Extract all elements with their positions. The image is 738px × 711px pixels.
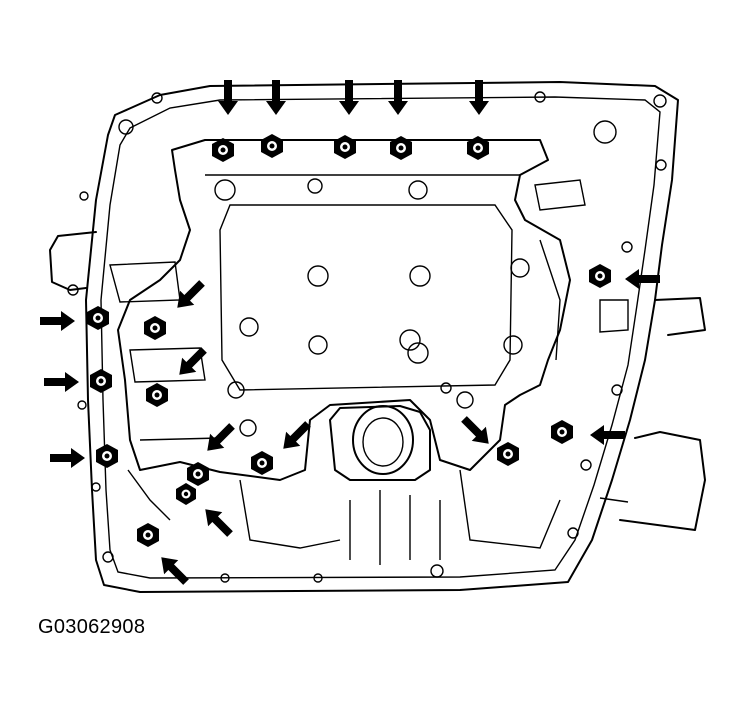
arrow-icon (590, 425, 625, 445)
hex-bolt-icon (137, 523, 159, 547)
figure-caption: G03062908 (38, 616, 146, 638)
arrow-icon (205, 509, 233, 537)
arrow-icon (179, 347, 207, 375)
arrow-icon (218, 80, 238, 115)
hex-bolt-icon (90, 369, 112, 393)
hex-bolt-icon (390, 136, 412, 160)
hex-bolt-icon (187, 462, 209, 486)
arrow-icon (266, 80, 286, 115)
arrow-icon (461, 416, 489, 444)
hex-bolt-icon (212, 138, 234, 162)
arrow-icon (469, 80, 489, 115)
arrow-group (40, 80, 660, 585)
arrow-icon (207, 423, 235, 451)
hex-bolt-icon (551, 420, 573, 444)
bolt-group (87, 134, 611, 547)
hex-bolt-icon (251, 451, 273, 475)
arrow-icon (40, 311, 75, 331)
hex-bolt-icon (497, 442, 519, 466)
transmission-case (49, 81, 706, 593)
hex-bolt-icon (96, 444, 118, 468)
arrow-icon (625, 269, 660, 289)
hex-bolt-icon (334, 135, 356, 159)
arrow-icon (283, 421, 311, 449)
hex-bolt-icon (467, 136, 489, 160)
arrow-icon (50, 448, 85, 468)
hex-bolt-icon (144, 316, 166, 340)
arrow-icon (339, 80, 359, 115)
hex-bolt-icon (176, 483, 196, 505)
hex-bolt-icon (589, 264, 611, 288)
hex-bolt-icon (146, 383, 168, 407)
hex-bolt-icon (261, 134, 283, 158)
arrow-icon (44, 372, 79, 392)
arrow-icon (177, 280, 205, 308)
arrow-icon (388, 80, 408, 115)
hex-bolt-icon (87, 306, 109, 330)
arrow-icon (161, 557, 189, 585)
valve-body (109, 139, 629, 565)
